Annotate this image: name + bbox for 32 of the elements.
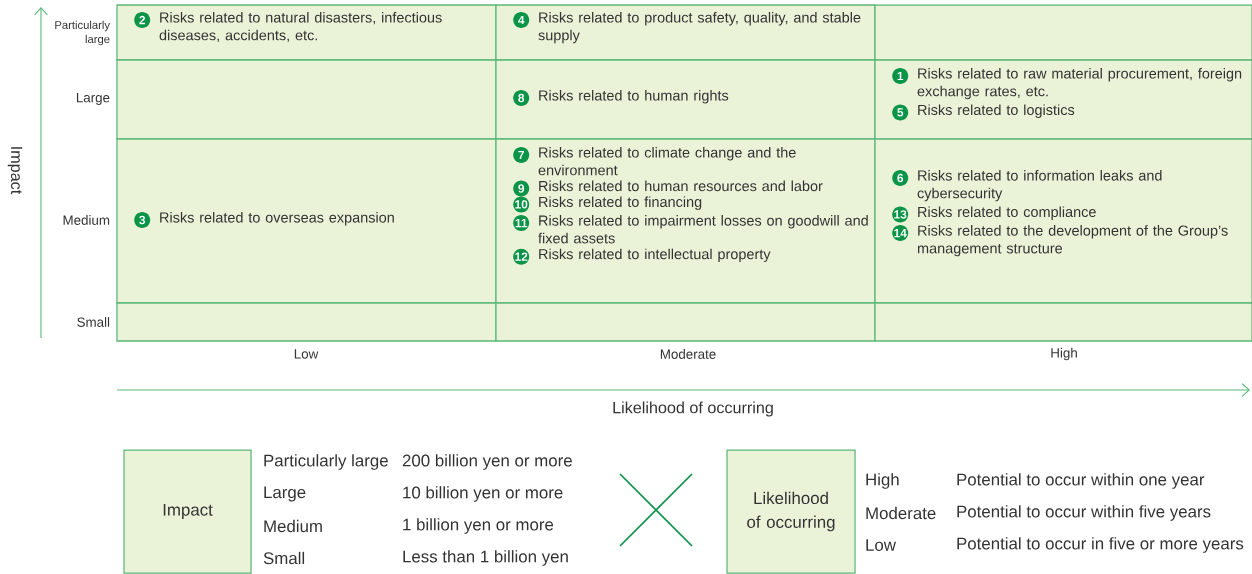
row-label: Medium [63,215,110,225]
number-badge: 14 [892,225,909,242]
table-text: 10 billion yen or more [403,486,563,502]
number-badge: 12 [513,248,530,265]
table-text: Potential to occur in five or more years [957,537,1244,553]
number-badge: 1 [892,68,909,84]
legend-box: Impact [123,449,252,574]
number-badge: 8 [513,90,530,106]
table-text: Potential to occur within five years [957,505,1211,521]
number-badge: 9 [513,180,530,197]
number-badge: 6 [892,170,909,186]
node-label: Risks related to raw material procurement, foreign exchange rates, etc. [917,68,1242,100]
number-badge: 10 [513,196,530,213]
number-badge: 13 [892,206,909,223]
number-badge: 3 [134,212,151,228]
axis-title: Likelihood of occurring [613,401,773,417]
node-label: Risks related to the development of the Group’s management structure [917,225,1228,257]
number-badge: 4 [513,12,530,28]
table-text: Potential to occur within one year [957,473,1205,489]
axis-title: Impact [7,147,23,195]
legend-box: Likelihood of occurring [726,449,856,574]
number-badge: 7 [513,147,530,163]
row-label: Particularly large [55,20,110,46]
number-badge: 5 [892,104,909,121]
table-text: 1 billion yen or more [403,518,554,534]
number-badge: 11 [513,215,530,232]
number-badge: 2 [134,12,151,28]
node-label: Risks related to compliance [918,206,1096,220]
node-label: Risks related to logistics [918,104,1075,118]
table-text: 200 billion yen or more [402,454,572,470]
node-label: Risks related to information leaks and cybersecurity [917,170,1162,202]
table-text: Less than 1 billion yen [403,550,568,566]
